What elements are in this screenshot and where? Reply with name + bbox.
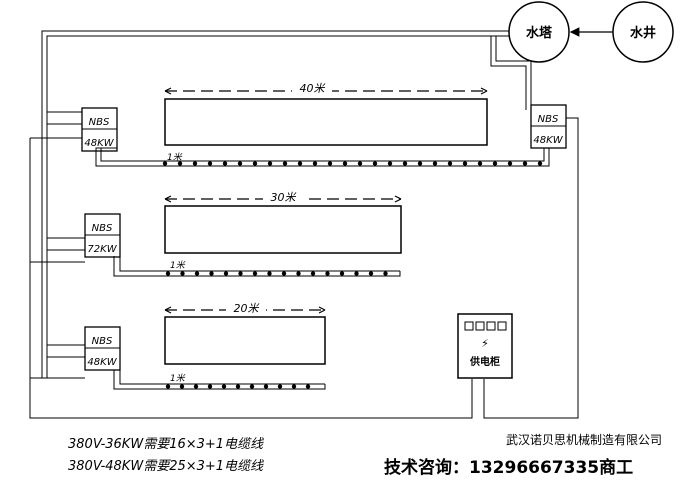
pond-3: 20米 1米 <box>113 300 326 390</box>
nozzle-dot <box>267 271 272 276</box>
power-cabinet: ⚡ 供电柜 <box>457 313 513 379</box>
water-well-node: 水井 <box>612 1 674 63</box>
nozzle-dot <box>296 271 301 276</box>
nozzle-dot <box>252 271 258 276</box>
nozzle-dot <box>207 384 213 389</box>
nbs-brand-1: NBS <box>89 117 110 128</box>
nozzle-dot <box>193 384 199 389</box>
nozzle-dot <box>238 271 243 276</box>
nbs-brand-3: NBS <box>92 336 113 347</box>
nozzle-dot <box>368 271 374 276</box>
nozzle-dot <box>180 271 185 276</box>
branch-lines <box>29 111 579 419</box>
nozzle-dot <box>165 271 171 276</box>
nozzle-dot <box>282 161 288 166</box>
nozzle-dot <box>277 384 283 389</box>
nozzle-dot <box>207 161 213 166</box>
nozzle-dot <box>339 271 345 276</box>
nozzle-dot <box>402 161 408 166</box>
nozzle-dot <box>310 271 316 276</box>
pond-3-length: 20米 <box>234 302 260 315</box>
nozzle-dot <box>177 161 183 166</box>
nbs-unit-3: NBS 48KW <box>84 326 121 371</box>
lightning-icon: ⚡ <box>481 337 489 350</box>
nozzle-dot <box>222 161 228 166</box>
pond-2-nozzles <box>165 271 388 276</box>
nbs-power-1: 48KW <box>84 138 114 149</box>
nozzle-dot <box>179 384 185 389</box>
pond-1: 40米 1米 <box>95 80 550 167</box>
nbs-power-3: 48KW <box>87 357 117 368</box>
pond-2-spacing: 1米 <box>170 260 186 271</box>
nozzle-dot <box>291 384 297 389</box>
nozzle-dot <box>537 161 543 166</box>
nozzle-dot <box>432 161 438 166</box>
nozzle-dot <box>209 271 214 276</box>
nbs-unit-4: NBS 48KW <box>530 104 567 149</box>
nbs-power-4: 48KW <box>533 135 563 146</box>
company-name: 武汉诺贝思机械制造有限公司 <box>506 432 662 447</box>
nozzle-dot <box>327 161 333 166</box>
nozzle-dot <box>462 161 468 166</box>
nozzle-dot <box>192 161 198 166</box>
nozzle-dot <box>522 161 528 166</box>
water-well-label: 水井 <box>630 25 656 41</box>
nozzle-dot <box>354 271 359 276</box>
cable-note-2: 380V-48KW需要25×3+1电缆线 <box>68 459 264 474</box>
pond-3-nozzles <box>165 384 311 389</box>
cable-note-1: 380V-36KW需要16×3+1电缆线 <box>68 437 264 452</box>
nozzle-dot <box>249 384 255 389</box>
nbs-unit-1: NBS 48KW <box>81 107 118 152</box>
nozzle-dot <box>223 271 229 276</box>
nozzle-dot <box>383 271 388 276</box>
nozzle-dot <box>281 271 287 276</box>
power-cabinet-label: 供电柜 <box>469 355 500 368</box>
pond-2: 30米 1米 <box>113 189 402 277</box>
nozzle-dot <box>417 161 423 166</box>
nozzle-dot <box>312 161 318 166</box>
nozzle-dot <box>305 384 311 389</box>
nozzle-dot <box>267 161 273 166</box>
nozzle-dot <box>372 161 378 166</box>
nozzle-dot <box>492 161 498 166</box>
nozzle-dot <box>297 161 303 166</box>
water-tower-label: 水塔 <box>526 25 553 41</box>
nbs-unit-2: NBS 72KW <box>84 213 121 258</box>
nozzle-dot <box>194 271 200 276</box>
nbs-power-2: 72KW <box>87 244 117 255</box>
nozzle-dot <box>507 161 513 166</box>
nozzle-dot <box>235 384 241 389</box>
nozzle-dot <box>357 161 363 166</box>
water-tower-node: 水塔 <box>508 1 570 63</box>
pond-3-spacing: 1米 <box>170 373 186 384</box>
pond-2-length: 30米 <box>271 191 297 204</box>
nozzle-dot <box>221 384 227 389</box>
nozzle-dot <box>387 161 393 166</box>
nozzle-dot <box>263 384 269 389</box>
pond-1-spacing: 1米 <box>167 152 183 163</box>
nozzle-dot <box>162 161 168 166</box>
nozzle-dot <box>165 384 171 389</box>
nozzle-dot <box>477 161 483 166</box>
nozzle-dot <box>342 161 348 166</box>
nozzle-dot <box>237 161 243 166</box>
nozzle-dot <box>447 161 453 166</box>
nbs-brand-2: NBS <box>92 223 113 234</box>
nbs-brand-4: NBS <box>538 114 559 125</box>
pond-1-length: 40米 <box>300 82 326 95</box>
pond-1-nozzles <box>162 161 543 166</box>
consult-contact: 技术咨询：13296667335商工 <box>384 457 633 478</box>
nozzle-dot <box>325 271 330 276</box>
nozzle-dot <box>252 161 258 166</box>
